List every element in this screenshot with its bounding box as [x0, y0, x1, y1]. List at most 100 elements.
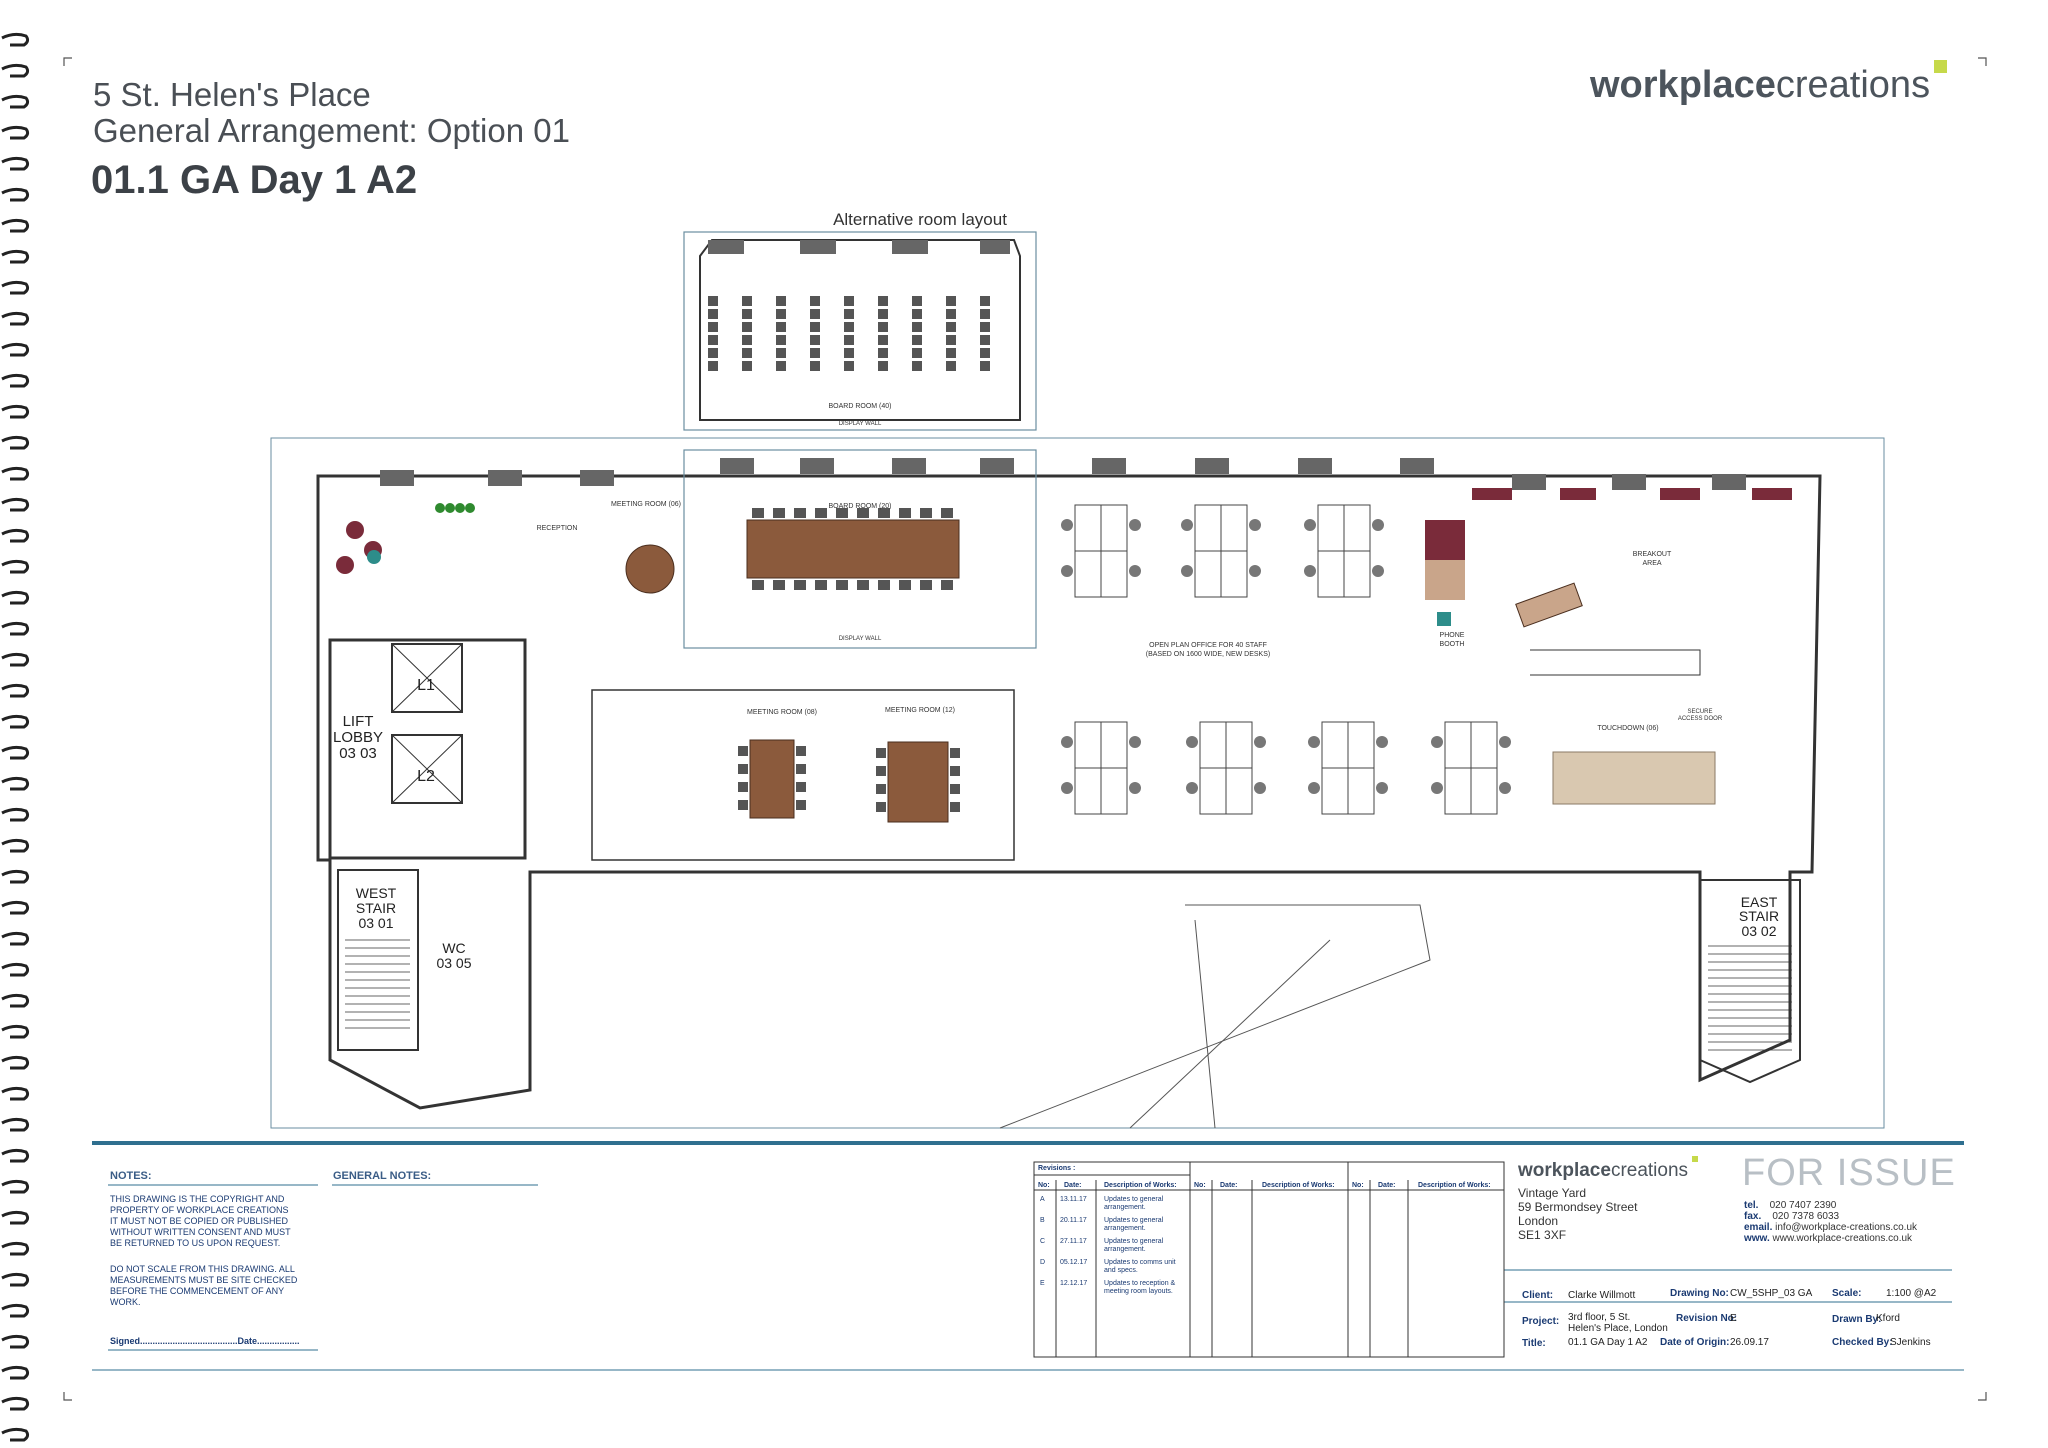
window: [1195, 458, 1229, 474]
chair: [1499, 736, 1511, 748]
chair: [912, 335, 922, 345]
meeting-06-table: [625, 544, 675, 594]
chair: [1061, 519, 1073, 531]
revision-date: 27.11.17: [1060, 1238, 1087, 1245]
window: [488, 470, 522, 486]
spiral-ring: [1, 714, 30, 729]
spiral-ring: [1, 1086, 30, 1101]
chair: [815, 580, 827, 590]
spiral-ring: [1, 466, 30, 481]
spiral-ring: [1, 373, 30, 388]
chair: [946, 296, 956, 306]
spiral-ring: [1, 1303, 30, 1318]
chair: [950, 784, 960, 794]
spiral-ring: [1, 1396, 30, 1411]
chair: [708, 348, 718, 358]
chair: [980, 335, 990, 345]
chair: [878, 508, 890, 518]
chair: [810, 309, 820, 319]
east-stair-1: EAST: [1741, 894, 1778, 910]
chair: [912, 348, 922, 358]
site-boundary: [270, 437, 1885, 1129]
revision-date: 20.11.17: [1060, 1217, 1087, 1224]
chair: [708, 361, 718, 371]
spiral-ring: [1, 869, 30, 884]
chair: [878, 361, 888, 371]
chair: [742, 361, 752, 371]
touchdown-bench: [1552, 751, 1716, 805]
chair: [1129, 565, 1141, 577]
chair: [738, 800, 748, 810]
spiral-ring: [1, 1179, 30, 1194]
chair: [899, 508, 911, 518]
window: [892, 458, 926, 474]
spiral-ring: [1, 652, 30, 667]
window: [580, 470, 614, 486]
chair: [1431, 736, 1443, 748]
chair: [742, 309, 752, 319]
board-room-20-frame: [683, 449, 1037, 649]
spiral-ring: [1, 249, 30, 264]
meeting-12-label: MEETING ROOM (12): [885, 707, 955, 714]
east-stair-2: STAIR: [1739, 908, 1779, 924]
spiral-ring: [1, 280, 30, 295]
west-stair-1: WEST: [356, 885, 397, 901]
chair: [742, 322, 752, 332]
chair: [1254, 782, 1266, 794]
touchdown-label: TOUCHDOWN (06): [1597, 725, 1658, 732]
chair: [876, 784, 886, 794]
origin-label: Date of Origin:: [1660, 1337, 1730, 1348]
lift-lobby-2: LOBBY: [333, 729, 383, 746]
chair: [776, 296, 786, 306]
revision-no: E: [1040, 1280, 1045, 1287]
chair: [742, 296, 752, 306]
spiral-ring: [1, 962, 30, 977]
rev-col-desc-2: Description of Works:: [1262, 1182, 1335, 1189]
chair: [776, 348, 786, 358]
spiral-ring: [1, 559, 30, 574]
chair: [878, 348, 888, 358]
chair: [1499, 782, 1511, 794]
spiral-ring: [1, 838, 30, 853]
phone-booth-2: BOOTH: [1440, 641, 1465, 648]
chair: [776, 322, 786, 332]
rev-col-date-3: Date:: [1378, 1182, 1396, 1189]
logo-small-bold: workplace: [1518, 1160, 1611, 1181]
revision-label: Revision No:: [1676, 1313, 1738, 1324]
chair: [776, 335, 786, 345]
drawing-title: 01.1 GA Day 1 A2: [91, 158, 418, 202]
chair: [776, 309, 786, 319]
chair: [878, 309, 888, 319]
open-plan-label-2: (BASED ON 1600 WIDE, NEW DESKS): [1146, 651, 1270, 658]
open-plan-label-1: OPEN PLAN OFFICE FOR 40 STAFF: [1149, 642, 1267, 649]
chair: [836, 580, 848, 590]
window: [1092, 458, 1126, 474]
chair: [946, 322, 956, 332]
window: [980, 458, 1014, 474]
spiral-ring: [1, 497, 30, 512]
chair: [810, 348, 820, 358]
spiral-ring: [1, 156, 30, 171]
revision-desc: Updates to general arrangement.: [1104, 1238, 1164, 1253]
alt-display-wall-label: DISPLAY WALL: [839, 421, 882, 427]
chair: [1249, 519, 1261, 531]
rev-col-no-2: No:: [1194, 1182, 1206, 1189]
alt-windows: [708, 240, 1010, 254]
east-stair-3: 03 02: [1741, 923, 1776, 939]
display-wall-label: DISPLAY WALL: [839, 636, 882, 642]
chair: [708, 309, 718, 319]
chair: [738, 764, 748, 774]
chair: [941, 508, 953, 518]
spiral-binding: [1, 32, 30, 1442]
origin-value: 26.09.17: [1730, 1337, 1769, 1348]
spiral-ring: [1, 621, 30, 636]
spiral-ring: [1, 1024, 30, 1039]
company-logo: workplacecreations: [1590, 60, 1948, 107]
revision-date: 05.12.17: [1060, 1259, 1088, 1266]
chair: [1376, 782, 1388, 794]
chair: [708, 296, 718, 306]
spiral-ring: [1, 1210, 30, 1225]
chair: [1249, 565, 1261, 577]
drawn-by-label: Drawn By:: [1832, 1314, 1882, 1325]
board-room-20-label: BOARD ROOM (20): [828, 503, 891, 510]
